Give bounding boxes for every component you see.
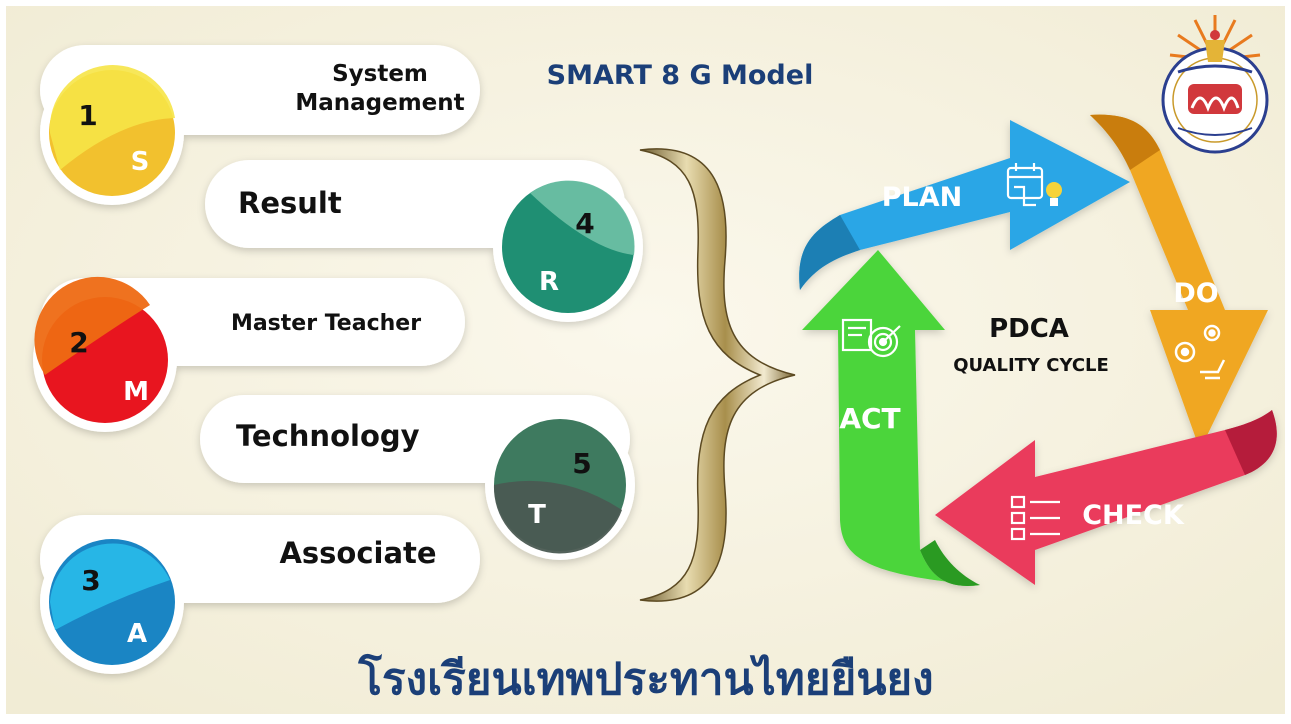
plan-lightbulb-icon bbox=[1046, 182, 1062, 206]
label-m: Master Teacher bbox=[231, 311, 421, 336]
circle-a-letter: A bbox=[127, 619, 147, 649]
do-label: DO bbox=[1173, 278, 1218, 309]
check-checklist-icon bbox=[1010, 495, 1060, 541]
act-label: ACT bbox=[839, 402, 900, 435]
circle-r-number: 4 bbox=[575, 207, 594, 240]
circle-m-letter: M bbox=[123, 377, 149, 407]
circle-s-letter: S bbox=[131, 147, 150, 177]
act-target-icon bbox=[841, 318, 901, 358]
label-r: Result bbox=[238, 186, 342, 220]
plan-calendar-icon bbox=[1006, 163, 1044, 207]
circle-t-number: 5 bbox=[572, 447, 591, 480]
circle-r-letter: R bbox=[539, 267, 559, 297]
circle-t bbox=[493, 419, 626, 554]
label-a: Associate bbox=[279, 536, 436, 570]
pdca-title: PDCA bbox=[989, 314, 1069, 344]
check-arrow bbox=[935, 410, 1277, 585]
circle-s-number: 1 bbox=[78, 99, 97, 132]
circle-r bbox=[502, 180, 635, 313]
act-arrow bbox=[802, 250, 980, 586]
do-gears-icon bbox=[1174, 324, 1226, 380]
circle-m-number: 2 bbox=[69, 326, 88, 359]
label-s-line2: Management bbox=[295, 90, 464, 116]
school-name: โรงเรียนเทพประทานไทยยืนยง bbox=[357, 652, 933, 705]
circle-s bbox=[49, 65, 176, 196]
plan-label: PLAN bbox=[882, 182, 963, 213]
circle-m bbox=[34, 276, 168, 423]
label-t: Technology bbox=[236, 419, 420, 453]
plan-arrow bbox=[799, 120, 1130, 290]
circle-a bbox=[49, 539, 175, 665]
circle-a-number: 3 bbox=[81, 564, 100, 597]
page-title: SMART 8 G Model bbox=[547, 60, 814, 91]
school-emblem-icon bbox=[1161, 15, 1269, 154]
pdca-subtitle: QUALITY CYCLE bbox=[953, 355, 1109, 376]
do-arrow bbox=[1090, 114, 1268, 450]
check-label: CHECK bbox=[1082, 500, 1185, 531]
label-s-line1: System bbox=[332, 61, 428, 87]
curly-brace bbox=[639, 148, 796, 602]
circle-t-letter: T bbox=[528, 500, 546, 530]
